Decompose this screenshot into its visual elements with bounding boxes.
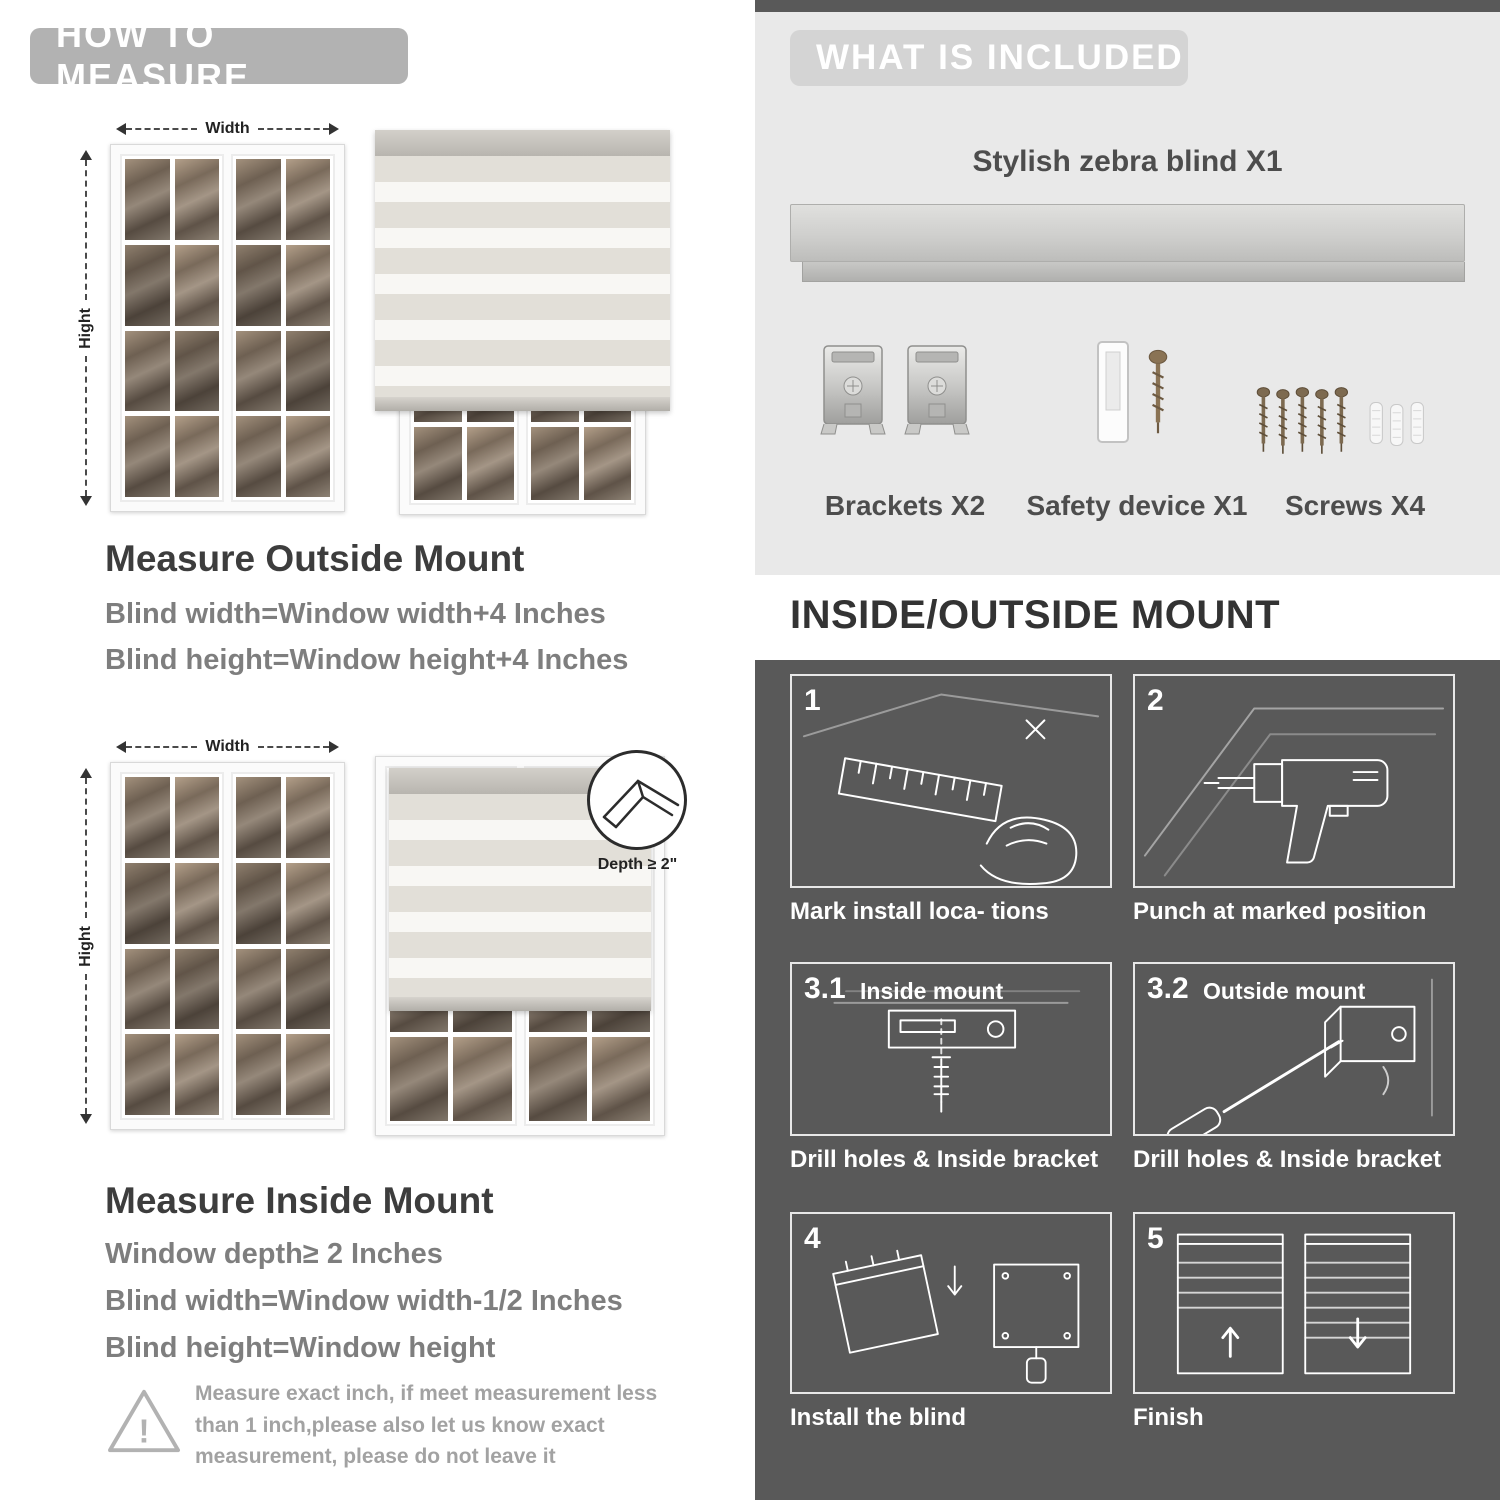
arrow-up-icon: [80, 762, 92, 778]
window-photo: [110, 144, 345, 512]
step-5-box: 5: [1133, 1212, 1455, 1394]
drill-illustration: [1143, 707, 1445, 877]
width-arrow: Width: [110, 738, 345, 756]
height-label: Hight: [77, 925, 94, 967]
step-2-box: 2: [1133, 674, 1455, 888]
step-1-box: 1: [790, 674, 1112, 888]
finish-illustration: [1176, 1233, 1412, 1375]
step-3-1-caption: Drill holes & Inside bracket: [790, 1146, 1099, 1173]
bracket-icon: [820, 345, 886, 435]
height-label: Hight: [77, 307, 94, 349]
right-panel: WHAT IS INCLUDED Stylish zebra blind X1: [755, 0, 1500, 1500]
step-number: 1: [804, 684, 821, 717]
width-label: Width: [205, 120, 250, 137]
step-4-box: 4: [790, 1212, 1112, 1394]
arrow-up-icon: [80, 144, 92, 160]
arrow-right-icon: [329, 741, 345, 753]
blind-bottomrail: [389, 997, 651, 1012]
how-to-measure-section: HOW TO MEASURE Width Hight: [30, 14, 715, 1468]
what-is-included-section: WHAT IS INCLUDED Stylish zebra blind X1: [755, 12, 1500, 575]
depth-detail-circle: [587, 750, 687, 850]
inside-mount-label: Inside mount: [860, 978, 1004, 1004]
mount-steps-panel: 1 2: [755, 660, 1500, 1500]
outside-mount-line: Blind width=Window width+4 Inches: [105, 598, 606, 630]
mark-locations-illustration: [802, 693, 1100, 885]
inside-bracket-illustration: [833, 990, 1081, 1113]
zebra-blind: [375, 130, 670, 412]
step-5-caption: Finish: [1133, 1404, 1204, 1431]
step-4-caption: Install the blind: [790, 1404, 967, 1431]
step-3-2-box: 3.2 Outside mount: [1133, 962, 1455, 1136]
warning-triangle-icon: !: [108, 1389, 180, 1453]
blind-bottomrail: [375, 397, 670, 412]
step-number: 5: [1147, 1222, 1164, 1255]
arrow-down-icon: [80, 1114, 92, 1130]
headrail-graphic: [790, 204, 1465, 282]
brackets-label: Brackets X2: [824, 490, 986, 521]
screw-icon: [1148, 349, 1168, 434]
arrow-down-icon: [80, 496, 92, 512]
width-arrow: Width: [110, 120, 345, 138]
window-photo: [110, 762, 345, 1130]
svg-text:!: !: [138, 1413, 149, 1450]
inside-mount-line: Window depth≥ 2 Inches: [105, 1238, 443, 1270]
install-blind-illustration: [832, 1249, 1080, 1384]
height-arrow: Hight: [77, 144, 95, 512]
step-number: 2: [1147, 684, 1164, 717]
safety-device-label: Safety device X1: [1026, 490, 1248, 521]
step-3-1-box: 3.1 Inside mount: [790, 962, 1112, 1136]
what-is-included-title: WHAT IS INCLUDED: [816, 38, 1184, 77]
outside-bracket-illustration: [1166, 978, 1433, 1134]
step-number: 3.1: [804, 972, 846, 1005]
step-3-2-caption: Drill holes & Inside bracket: [1133, 1146, 1442, 1173]
blind-stripes: [375, 156, 670, 398]
inside-mount-line: Blind width=Window width-1/2 Inches: [105, 1285, 623, 1317]
screws-icon: [1256, 387, 1424, 454]
warning-text: Measure exact inch, if meet measurement …: [195, 1382, 658, 1468]
inside-mount-heading: Measure Inside Mount: [105, 1180, 494, 1221]
arrow-left-icon: [110, 123, 126, 135]
step-1-caption: Mark install loca- tions: [790, 898, 1049, 925]
inside-mount-line: Blind height=Window height: [105, 1332, 496, 1364]
width-label: Width: [205, 738, 250, 755]
depth-label: Depth ≥ 2": [597, 856, 678, 873]
blind-item-label: Stylish zebra blind X1: [972, 145, 1283, 178]
brackets-graphic: [818, 340, 972, 440]
outside-mount-label: Outside mount: [1203, 978, 1366, 1004]
safety-device-graphic: [1092, 338, 1170, 448]
screws-label: Screws X4: [1284, 490, 1426, 521]
headrail-lip: [802, 262, 1465, 282]
outside-mount-line: Blind height=Window height+4 Inches: [105, 644, 629, 676]
blind-headrail: [375, 130, 670, 156]
top-dark-strip: [755, 0, 1500, 12]
headrail-front: [790, 204, 1465, 262]
safety-device-icon: [1097, 341, 1129, 443]
arrow-right-icon: [329, 123, 345, 135]
step-2-caption: Punch at marked position: [1133, 898, 1427, 925]
how-to-measure-title: HOW TO MEASURE: [56, 14, 251, 97]
arrow-left-icon: [110, 741, 126, 753]
step-number: 3.2: [1147, 972, 1189, 1005]
step-number: 4: [804, 1222, 821, 1255]
outside-mount-figure: Width Hight: [75, 110, 715, 530]
how-to-measure-badge: HOW TO MEASURE: [30, 14, 408, 97]
mount-heading-band: INSIDE/OUTSIDE MOUNT: [755, 575, 1500, 660]
height-arrow: Hight: [77, 762, 95, 1130]
inside-mount-figure: Width Hight: [75, 728, 715, 1158]
outside-mount-heading: Measure Outside Mount: [105, 538, 525, 579]
window-with-outside-blind: [375, 130, 670, 515]
mount-heading: INSIDE/OUTSIDE MOUNT: [790, 593, 1281, 637]
what-is-included-badge: WHAT IS INCLUDED: [790, 30, 1188, 86]
bracket-icon: [904, 345, 970, 435]
window-corner-icon: [602, 779, 680, 829]
